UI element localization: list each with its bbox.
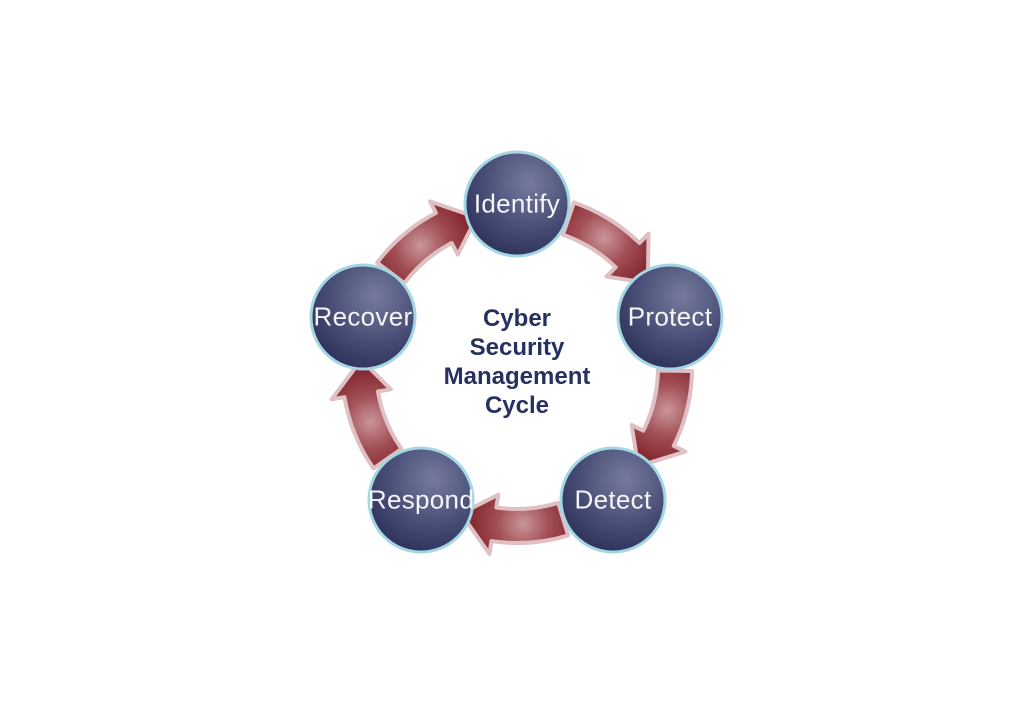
circle-respond xyxy=(367,446,475,554)
diagram-title: Cyber Security Management Cycle xyxy=(444,304,591,420)
diagram-title-line-3: Management xyxy=(443,363,591,390)
stage-label-respond: Respond xyxy=(367,484,475,515)
circle-identify xyxy=(463,150,571,258)
stage-label-protect: Protect xyxy=(627,301,713,332)
stage-label-recover: Recover xyxy=(313,301,413,332)
diagram-title-line-1: Cyber xyxy=(482,305,552,332)
circle-protect xyxy=(616,263,724,371)
arrow-detect-to-respond xyxy=(459,492,571,556)
cycle-circles xyxy=(309,150,724,554)
circle-recover xyxy=(309,263,417,371)
circle-detect xyxy=(559,446,667,554)
stage-label-detect: Detect xyxy=(574,484,652,515)
diagram-title-line-2: Security xyxy=(469,334,565,361)
stage-label-identify: Identify xyxy=(473,188,561,219)
cycle-arrows xyxy=(320,185,712,556)
diagram-title-line-4: Cycle xyxy=(484,392,550,419)
